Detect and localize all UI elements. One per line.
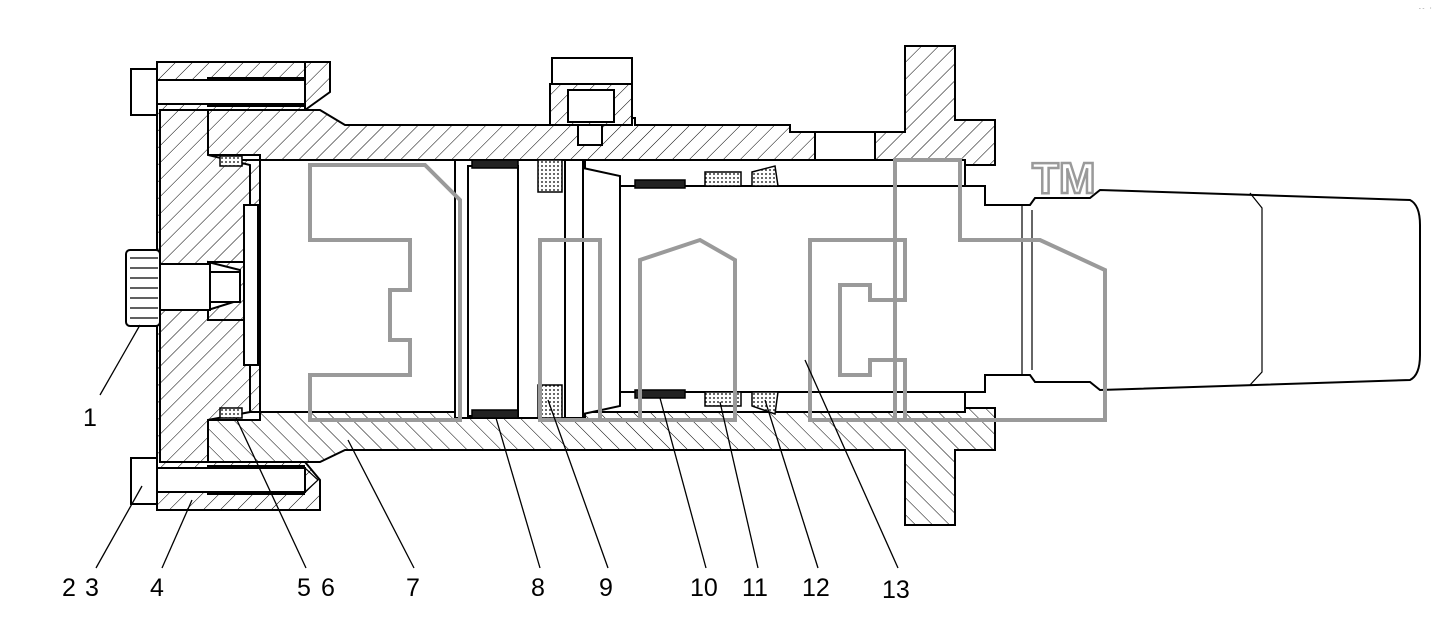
- cap-seals: [219, 155, 243, 419]
- cylinder-barrel: [207, 45, 996, 526]
- callout-6: 6: [321, 574, 335, 602]
- callout-10: 10: [690, 574, 718, 602]
- fitting: [125, 249, 241, 327]
- callout-13: 13: [882, 576, 910, 604]
- callout-labels: 1 2 3 4 5 6 7 8 9 10 11 12 13: [62, 404, 910, 604]
- callout-11: 11: [742, 574, 768, 602]
- bolt-bottom: [130, 457, 319, 505]
- piston-rod: [619, 185, 1421, 393]
- piston: [454, 159, 621, 419]
- callout-7: 7: [406, 574, 420, 602]
- watermark-tm: TM: [1032, 154, 1096, 203]
- callout-8: 8: [531, 574, 545, 602]
- rod-seals: [634, 165, 779, 416]
- watermark: TM: [308, 153, 1107, 422]
- bolt-top: [130, 68, 319, 116]
- callout-9: 9: [599, 574, 613, 602]
- bleed-valve: [549, 57, 633, 146]
- callout-12: 12: [802, 574, 830, 602]
- callout-4: 4: [150, 574, 164, 602]
- leader-lines: [95, 324, 899, 569]
- callout-2: 2: [62, 574, 76, 602]
- callout-5: 5: [297, 574, 311, 602]
- callout-3: 3: [85, 574, 99, 602]
- corner-mark: -- ·: [1418, 5, 1432, 12]
- callout-1: 1: [83, 404, 97, 432]
